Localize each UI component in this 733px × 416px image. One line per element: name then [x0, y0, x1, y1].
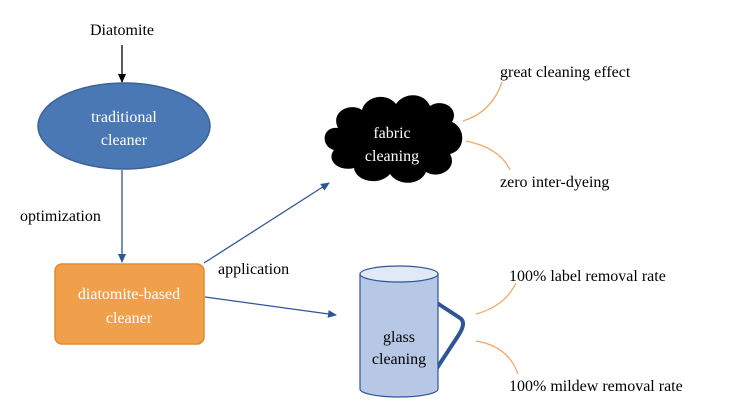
- fabric-cleaning-node: [324, 95, 463, 183]
- optimization-label: optimization: [20, 208, 101, 225]
- traditional-cleaner-line1: traditional: [91, 109, 157, 126]
- outcome-great-cleaning-effect: great cleaning effect: [500, 64, 631, 81]
- application-label: application: [218, 261, 289, 278]
- arrow-to-glass-cleaning: [204, 296, 337, 318]
- glass-cleaning-line2: cleaning: [372, 351, 426, 368]
- traditional-cleaner-line2: cleaner: [101, 132, 148, 149]
- fabric-cleaning-line1: fabric: [373, 125, 410, 142]
- curve-label-removal: [475, 282, 517, 315]
- fabric-cleaning-line2: cleaning: [365, 148, 419, 165]
- curve-mildew-removal: [475, 340, 519, 375]
- arrow-to-fabric-cleaning: [203, 182, 330, 264]
- diatomite-based-cleaner-node: [54, 263, 205, 345]
- outcome-zero-inter-dyeing: zero inter-dyeing: [500, 174, 609, 191]
- traditional-cleaner-node: [37, 82, 211, 170]
- diatomite-label: Diatomite: [90, 22, 154, 39]
- diatomite-based-cleaner-line1: diatomite-based: [78, 286, 180, 303]
- outcome-label-removal-rate: 100% label removal rate: [509, 268, 666, 285]
- cup-rim: [359, 265, 439, 283]
- curve-zero-inter-dyeing: [465, 140, 511, 171]
- cup-handle: [435, 301, 466, 370]
- curve-great-cleaning: [462, 81, 503, 122]
- glass-cleaning-node: [359, 265, 466, 398]
- cup-body: [359, 273, 439, 398]
- glass-cleaning-line1: glass: [383, 329, 415, 346]
- outcome-mildew-removal-rate: 100% mildew removal rate: [509, 378, 683, 395]
- diatomite-based-cleaner-line2: cleaner: [106, 310, 153, 327]
